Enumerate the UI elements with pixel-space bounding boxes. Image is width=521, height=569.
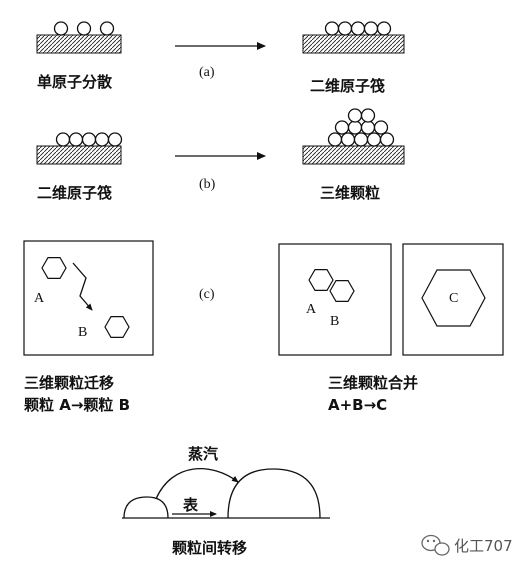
step-marker-c: (c)	[199, 287, 215, 302]
atom	[68, 132, 84, 147]
particle-a-label: A	[34, 291, 45, 306]
atom	[94, 132, 110, 147]
3d-particle-panel: 三维颗粒	[302, 108, 405, 202]
small-particle	[123, 496, 169, 519]
atom	[334, 120, 350, 135]
atom	[340, 132, 356, 147]
atom	[366, 132, 382, 147]
atom	[53, 21, 69, 36]
atom	[360, 108, 376, 123]
atom	[99, 21, 115, 36]
2d-raft-label: 二维原子筏	[37, 184, 112, 202]
merged-particle-panel: C	[402, 243, 504, 356]
particle-b-hexagon	[104, 316, 130, 338]
watermark-text: 化工707	[454, 537, 513, 555]
large-particle	[227, 468, 321, 519]
atom	[107, 132, 123, 147]
particle-c-hexagon	[421, 269, 486, 327]
atom	[327, 132, 343, 147]
panel-frame	[402, 243, 504, 356]
atom	[347, 108, 363, 123]
step-marker-b: (b)	[199, 177, 216, 192]
coalescence-caption: 三维颗粒合并	[328, 374, 418, 392]
atom	[360, 120, 376, 135]
particle-migration-panel: A B 三维颗粒迁移 颗粒 A→颗粒 B	[23, 240, 154, 414]
step-marker-a: (a)	[199, 65, 215, 80]
particle-b-label: B	[78, 325, 87, 340]
atom	[324, 21, 340, 36]
3d-particle-label: 三维颗粒	[320, 184, 380, 202]
single-atom-label: 单原子分散	[37, 73, 113, 91]
vapor-transfer-arrow	[155, 468, 239, 500]
atom	[373, 120, 389, 135]
row-a: 单原子分散 (a) 二维原子筏	[36, 21, 405, 95]
particle-b-label: B	[330, 314, 339, 329]
migration-equation: 颗粒 A→颗粒 B	[24, 396, 130, 414]
single-atom-dispersion-panel: 单原子分散	[36, 21, 122, 91]
row-c: A B 三维颗粒迁移 颗粒 A→颗粒 B (c) A B 三维颗粒合并 A+B→…	[23, 240, 504, 414]
atom	[379, 132, 395, 147]
particle-a-hexagon	[308, 269, 334, 291]
particle-a-hexagon	[41, 257, 67, 279]
interparticle-transfer-caption: 颗粒间转移	[172, 539, 247, 557]
atom	[55, 132, 71, 147]
particle-coalescence-panel: A B 三维颗粒合并 A+B→C	[278, 243, 418, 414]
particle-c-label: C	[449, 291, 458, 306]
row-b: 二维原子筏 (b) 三维颗粒	[36, 108, 405, 202]
atom	[76, 21, 92, 36]
wechat-icon	[421, 534, 450, 556]
panel-frame	[278, 243, 392, 356]
atom	[337, 21, 353, 36]
2d-raft-label: 二维原子筏	[310, 77, 385, 95]
migration-caption: 三维颗粒迁移	[24, 374, 114, 392]
atom	[363, 21, 379, 36]
particle-a-label: A	[306, 302, 317, 317]
coalescence-equation: A+B→C	[328, 396, 387, 414]
substrate	[302, 145, 405, 165]
migration-path-arrow	[72, 262, 93, 311]
particle-b-hexagon	[329, 280, 355, 302]
atom	[376, 21, 392, 36]
atom	[350, 21, 366, 36]
surface-label: 表	[183, 496, 199, 514]
2d-raft-panel-b: 二维原子筏	[36, 132, 123, 202]
2d-raft-panel-a: 二维原子筏	[302, 21, 405, 95]
atom	[347, 120, 363, 135]
watermark: 化工707	[421, 534, 513, 556]
atom	[81, 132, 97, 147]
substrate	[302, 34, 405, 54]
substrate	[36, 34, 122, 54]
atom	[353, 132, 369, 147]
panel-frame	[23, 240, 154, 356]
vapor-label: 蒸汽	[188, 445, 218, 463]
ostwald-ripening-panel: 蒸汽 表 颗粒间转移	[122, 445, 330, 557]
substrate	[36, 145, 122, 165]
